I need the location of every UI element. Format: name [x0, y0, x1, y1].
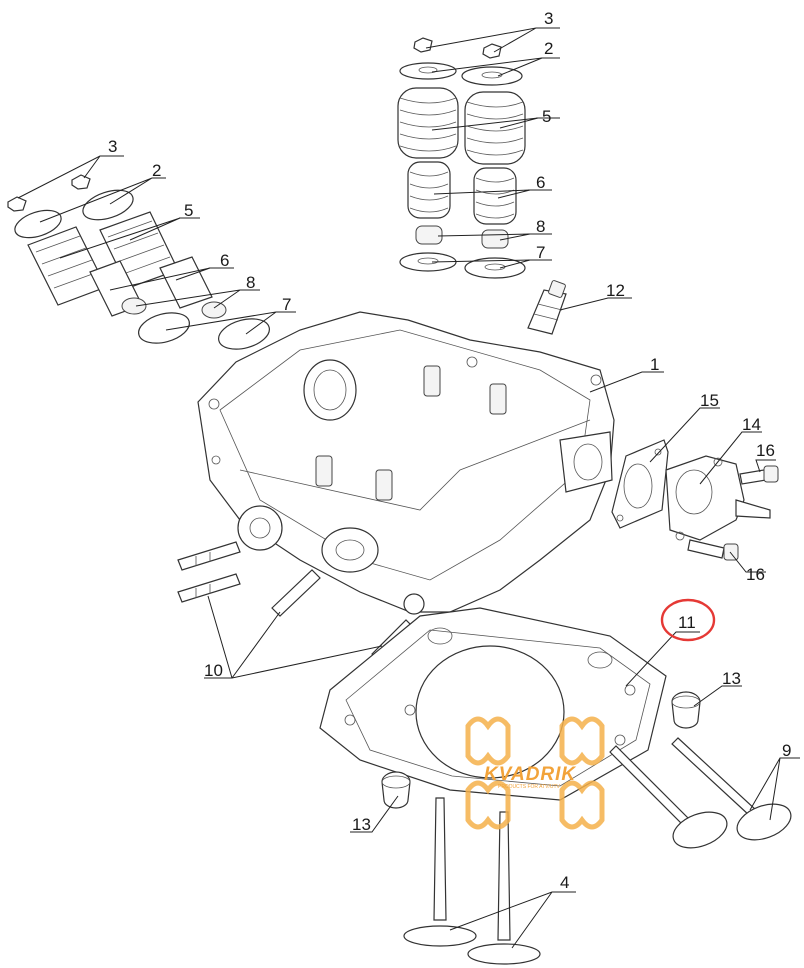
- intake-gasket-part: [611, 439, 669, 529]
- intake-valve-part: [403, 797, 541, 965]
- part-label: 14: [742, 415, 761, 434]
- highlight-circle: [660, 598, 716, 642]
- watermark-brand: KVADRIK: [484, 764, 576, 785]
- cylinder-head-part: [197, 311, 615, 615]
- part-label: 5: [542, 107, 551, 126]
- part-label: 10: [204, 661, 223, 680]
- valve-train-stack-left: [7, 174, 270, 350]
- intake-pipe-part: [665, 455, 771, 541]
- leader-lines: [17, 27, 800, 949]
- spark-plug-part: [527, 280, 567, 335]
- outer-valve-spring-part: [397, 87, 526, 165]
- part-label: 3: [544, 9, 553, 28]
- part-label: 1: [650, 355, 659, 374]
- spring-retainer-part: [399, 62, 523, 86]
- valve-stem-seal-part: [121, 297, 227, 319]
- inner-valve-spring-part: [407, 161, 517, 225]
- part-label: 2: [544, 39, 553, 58]
- exhaust-valve-part: [609, 737, 792, 849]
- spring-seat-part: [399, 252, 526, 279]
- part-label-highlighted: 11: [678, 613, 696, 632]
- part-label: 4: [560, 873, 569, 892]
- bolt-part: [687, 465, 779, 561]
- valve-train-stack-top: [397, 37, 526, 279]
- part-label: 9: [782, 741, 791, 760]
- part-label: 13: [722, 669, 741, 688]
- head-gasket-part: [319, 607, 667, 801]
- valve-keeper-part: [7, 174, 91, 212]
- part-label: 8: [536, 217, 545, 236]
- part-label: 13: [352, 815, 371, 834]
- part-label: 7: [282, 295, 291, 314]
- part-label: 12: [606, 281, 625, 300]
- part-label: 16: [756, 441, 775, 460]
- part-label: 8: [246, 273, 255, 292]
- part-label: 7: [536, 243, 545, 262]
- valve-stem-seal-part: [415, 225, 509, 249]
- brand-watermark: KVADRIK PRODUCTS FOR ATV/UTV: [465, 716, 605, 830]
- part-labels: 3 2 5 6 8 7 3 2 5 6 8 7 12 1 15 14 16 16…: [108, 9, 791, 892]
- valve-keeper-part: [413, 37, 502, 59]
- part-label: 3: [108, 137, 117, 156]
- part-label: 15: [700, 391, 719, 410]
- part-label: 16: [746, 565, 765, 584]
- watermark-tagline: PRODUCTS FOR ATV/UTV: [498, 784, 561, 790]
- part-label: 2: [152, 161, 161, 180]
- part-label: 5: [184, 201, 193, 220]
- part-label: 6: [220, 251, 229, 270]
- part-label: 6: [536, 173, 545, 192]
